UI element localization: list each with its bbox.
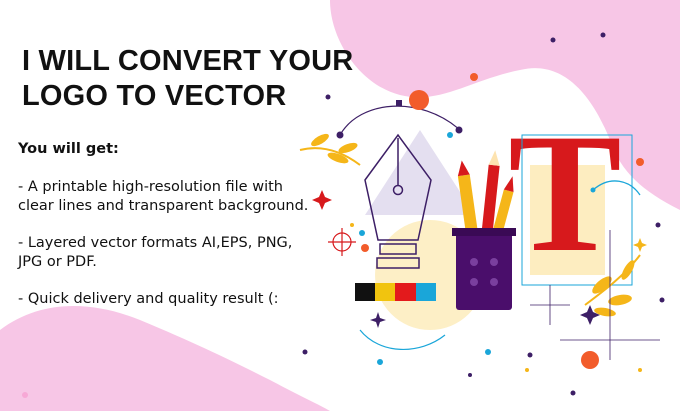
thin-guide-lines (530, 230, 660, 360)
benefit-item-file: - A printable high-resolution file with … (18, 179, 309, 214)
pen-nib-icon (364, 133, 432, 269)
orange-dot-top (409, 90, 429, 110)
benefits-intro: You will get: (18, 141, 119, 157)
pencil-1 (457, 174, 479, 236)
lavender-triangle (365, 130, 475, 215)
benefit-item-formats: - Layered vector formats AI,EPS, PNG, JP… (18, 235, 293, 270)
handle-point-left (336, 131, 344, 139)
swatch-blue (416, 283, 436, 301)
bottom-left-blob (0, 306, 330, 411)
confetti-dots (302, 32, 665, 396)
leaf-branch-right (584, 254, 641, 317)
handle-point-right (455, 126, 463, 134)
benefit-item-delivery: - Quick delivery and quality result (: (18, 291, 279, 307)
cream-square (530, 165, 605, 275)
selection-box (521, 134, 633, 286)
headline-line-1: I WILL CONVERT YOUR (22, 45, 354, 77)
bezier-curve (339, 105, 461, 136)
headline: I WILL CONVERT YOUR LOGO TO VECTOR (22, 44, 353, 114)
sparkle-icon-yellow (633, 238, 647, 252)
swatch-red (395, 283, 416, 301)
headline-line-2: LOGO TO VECTOR (22, 80, 287, 112)
blob-dot (22, 392, 28, 398)
big-letter-t: T (508, 99, 621, 287)
benefits-list: You will get: - A printable high-resolut… (18, 140, 318, 327)
pencil-3 (492, 189, 514, 236)
swatch-black (355, 283, 375, 301)
pencil-cup-rim (452, 228, 516, 236)
cup-dots-icon (470, 258, 498, 286)
teal-curve (592, 180, 641, 196)
anchor-square (396, 100, 402, 106)
sparkle-icon-red (312, 190, 332, 210)
sparkle-icon-dark (580, 305, 600, 325)
swatch-yellow (375, 283, 395, 301)
crosshair-icon (328, 228, 356, 256)
top-right-blob (330, 0, 680, 210)
sparkle-icon-purple (370, 312, 386, 328)
bottom-curve (359, 329, 446, 351)
color-swatch-strip (355, 283, 436, 301)
leaf-branch-left (299, 133, 361, 166)
pencil-cup (456, 228, 512, 310)
pencils-group (457, 150, 514, 236)
pencil-2 (481, 164, 500, 236)
